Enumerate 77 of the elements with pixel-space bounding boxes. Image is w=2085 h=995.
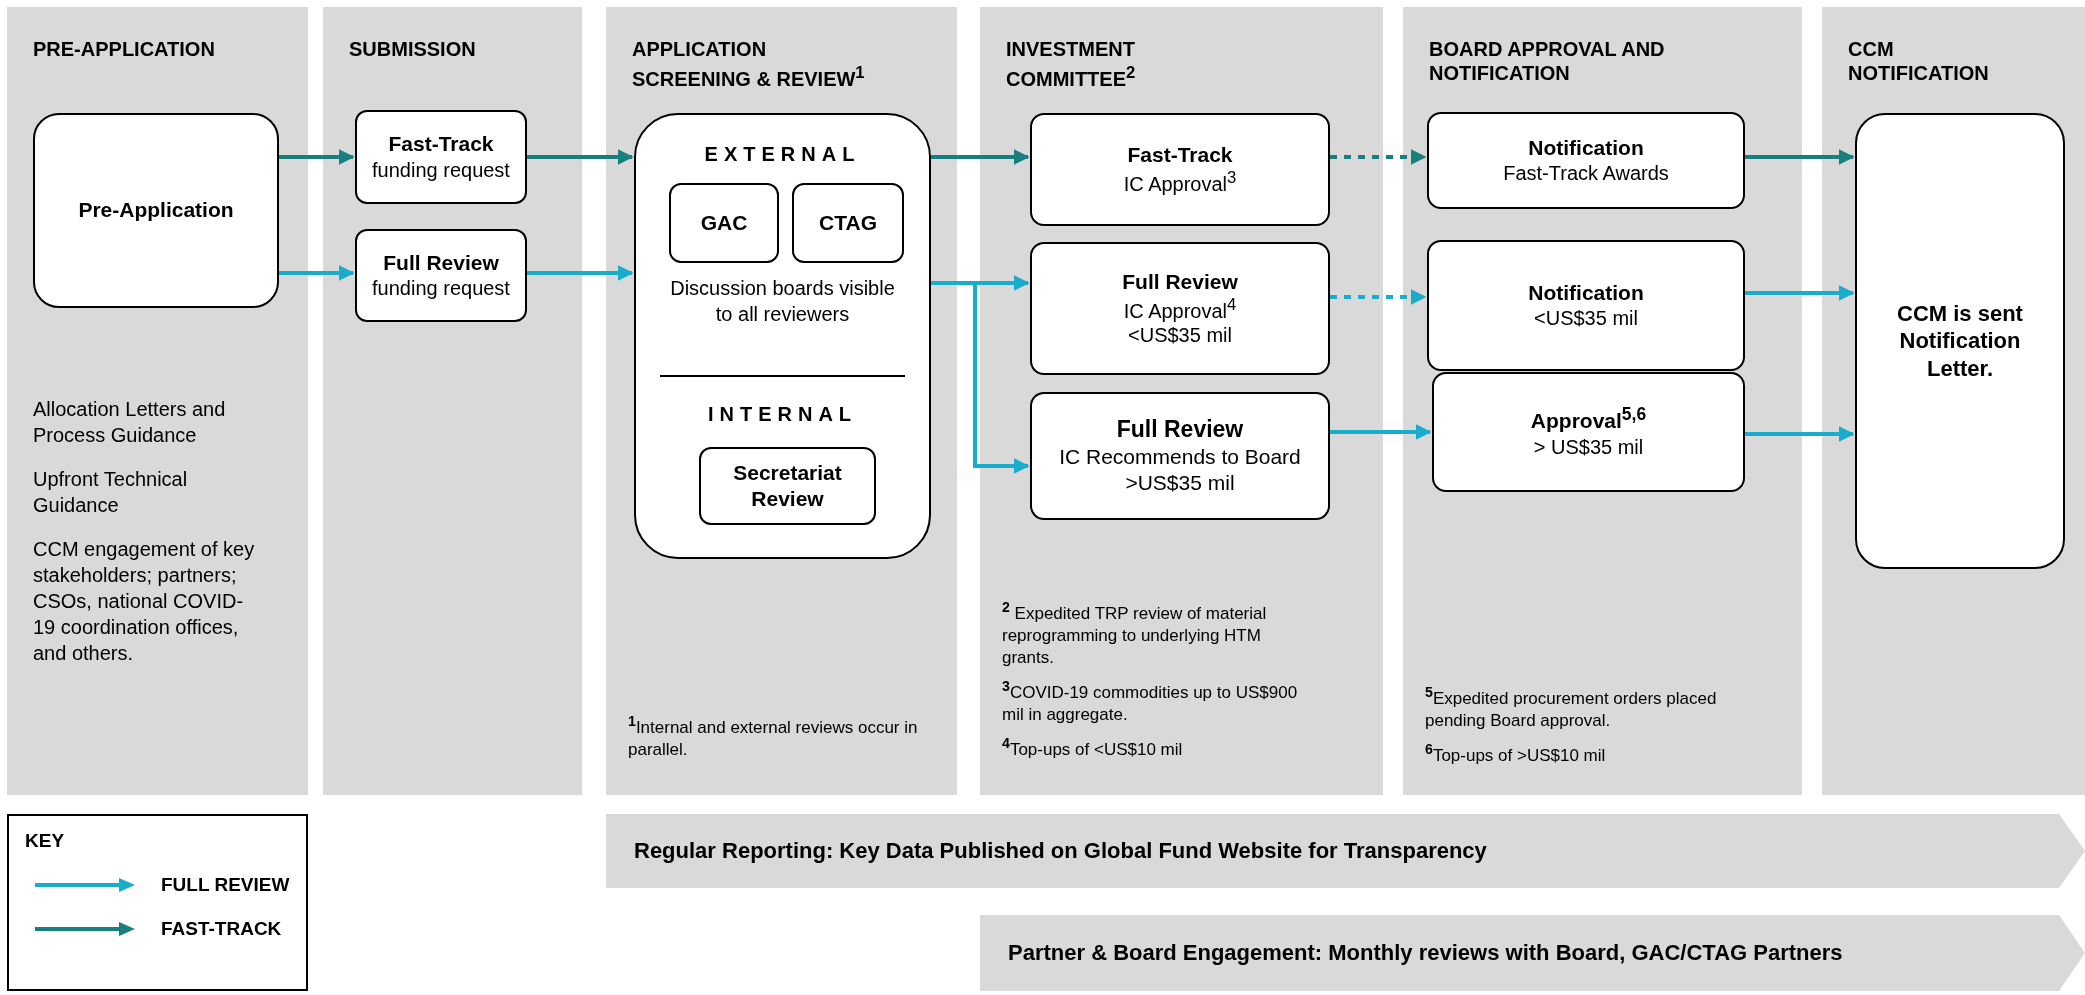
- box-title: Full Review: [1116, 415, 1244, 445]
- process-box: [1030, 242, 1330, 375]
- box-text: <US$35 mil: [1534, 306, 1638, 332]
- legend-label: FULL REVIEW: [161, 874, 290, 896]
- box-text: funding request: [372, 157, 510, 183]
- box-title: Approval$^{5,6}$: [1530, 404, 1647, 435]
- column-heading: PRE-APPLICATION: [33, 37, 215, 61]
- stage-column: [1822, 7, 2085, 795]
- stage-column: [980, 7, 1383, 795]
- box-title: CTAG: [819, 209, 877, 236]
- box-title: Notification: [1528, 279, 1644, 306]
- box-text: IC Approval$^{4}$: [1123, 294, 1237, 324]
- column-heading: BOARD APPROVAL AND NOTIFICATION: [1429, 37, 1666, 85]
- stage-column: [323, 7, 582, 795]
- arrow: [931, 149, 1030, 165]
- box-title: Secretariat Review: [732, 459, 843, 512]
- key-box: [7, 814, 308, 991]
- box-text: > US$35 mil: [1533, 434, 1644, 460]
- arrow: [527, 265, 634, 281]
- process-box: [33, 113, 279, 308]
- footnote-text: $^{4}$Top-ups of <US$10 mil: [1002, 733, 1184, 761]
- arrow: [1745, 426, 1855, 442]
- box-text: funding request: [372, 276, 510, 302]
- process-box: [699, 447, 876, 525]
- stage-column: [7, 7, 308, 795]
- process-box: [1030, 113, 1330, 226]
- note-text: Upfront Technical Guidance: [33, 467, 189, 518]
- process-box: [355, 229, 527, 322]
- arrow: [1745, 285, 1855, 301]
- footnote-text: $^{3}$COVID-19 commodities up to US$900 mil in aggregate.: [1002, 676, 1299, 726]
- banner-text: Regular Reporting: Key Data Published on Global Fund Website for Transparency: [634, 838, 1487, 864]
- process-box: [1427, 240, 1745, 371]
- box-text: Discussion boards visible to all reviewers: [669, 276, 896, 327]
- box-title: Fast-Track: [1127, 142, 1233, 169]
- review-box: [634, 113, 931, 559]
- stage-column: [606, 7, 957, 795]
- arrow: [279, 265, 355, 281]
- column-heading: SUBMISSION: [349, 37, 476, 61]
- note-text: CCM engagement of key stakeholders; partners; CSOs, national COVID-19 coordination offices, and others.: [33, 537, 256, 666]
- box-text: Fast-Track Awards: [1503, 161, 1669, 187]
- section-label: INTERNAL: [707, 402, 858, 427]
- dotted-arrow: [1330, 149, 1427, 165]
- arrow: [279, 149, 355, 165]
- box-title: Full Review: [1122, 268, 1238, 295]
- box-title: Fast-Track: [388, 131, 494, 158]
- box-text: IC Recommends to Board >US$35 mil: [1058, 444, 1302, 497]
- box-text: CCM is sent Notification Letter.: [1896, 299, 2024, 383]
- arrow: [527, 149, 634, 165]
- arrow: [1330, 424, 1432, 440]
- dotted-arrow: [1330, 289, 1427, 305]
- section-label: EXTERNAL: [704, 142, 861, 167]
- box-text: IC Approval$^{3}$: [1123, 168, 1237, 197]
- box-title: Notification: [1528, 134, 1644, 161]
- footnote-text: $^{6}$Top-ups of >US$10 mil: [1425, 739, 1607, 767]
- column-heading: CCM NOTIFICATION: [1848, 37, 1990, 85]
- banner-text: Partner & Board Engagement: Monthly reviews with Board, GAC/CTAG Partners: [1008, 940, 1843, 966]
- process-box: [792, 183, 904, 263]
- process-box: [1432, 372, 1745, 492]
- footnote-text: $^{1}$Internal and external reviews occur in parallel.: [628, 712, 919, 761]
- arrow: [1745, 149, 1855, 165]
- box-title: Pre-Application: [78, 197, 234, 224]
- footnote-text: $^{5}$Expedited procurement orders placed pending Board approval.: [1425, 683, 1718, 732]
- key-heading: KEY: [25, 830, 66, 852]
- process-box: [1855, 113, 2065, 569]
- column-heading: APPLICATION SCREENING & REVIEW$^{1}$: [632, 37, 866, 91]
- note-text: Allocation Letters and Process Guidance: [33, 397, 227, 448]
- process-box: [669, 183, 779, 263]
- footnote-text: $^{2}$ Expedited TRP review of material reprogramming to underlying HTM grants.: [1002, 598, 1268, 669]
- process-box: [1030, 392, 1330, 520]
- box-text: <US$35 mil: [1128, 323, 1232, 349]
- box-title: GAC: [700, 209, 748, 236]
- box-title: Full Review: [383, 249, 499, 276]
- legend-label: FAST-TRACK: [161, 918, 282, 940]
- stage-column: [1403, 7, 1802, 795]
- process-box: [355, 110, 527, 204]
- process-box: [1427, 112, 1745, 209]
- column-heading: INVESTMENT COMMITTEE$^{2}$: [1006, 37, 1137, 91]
